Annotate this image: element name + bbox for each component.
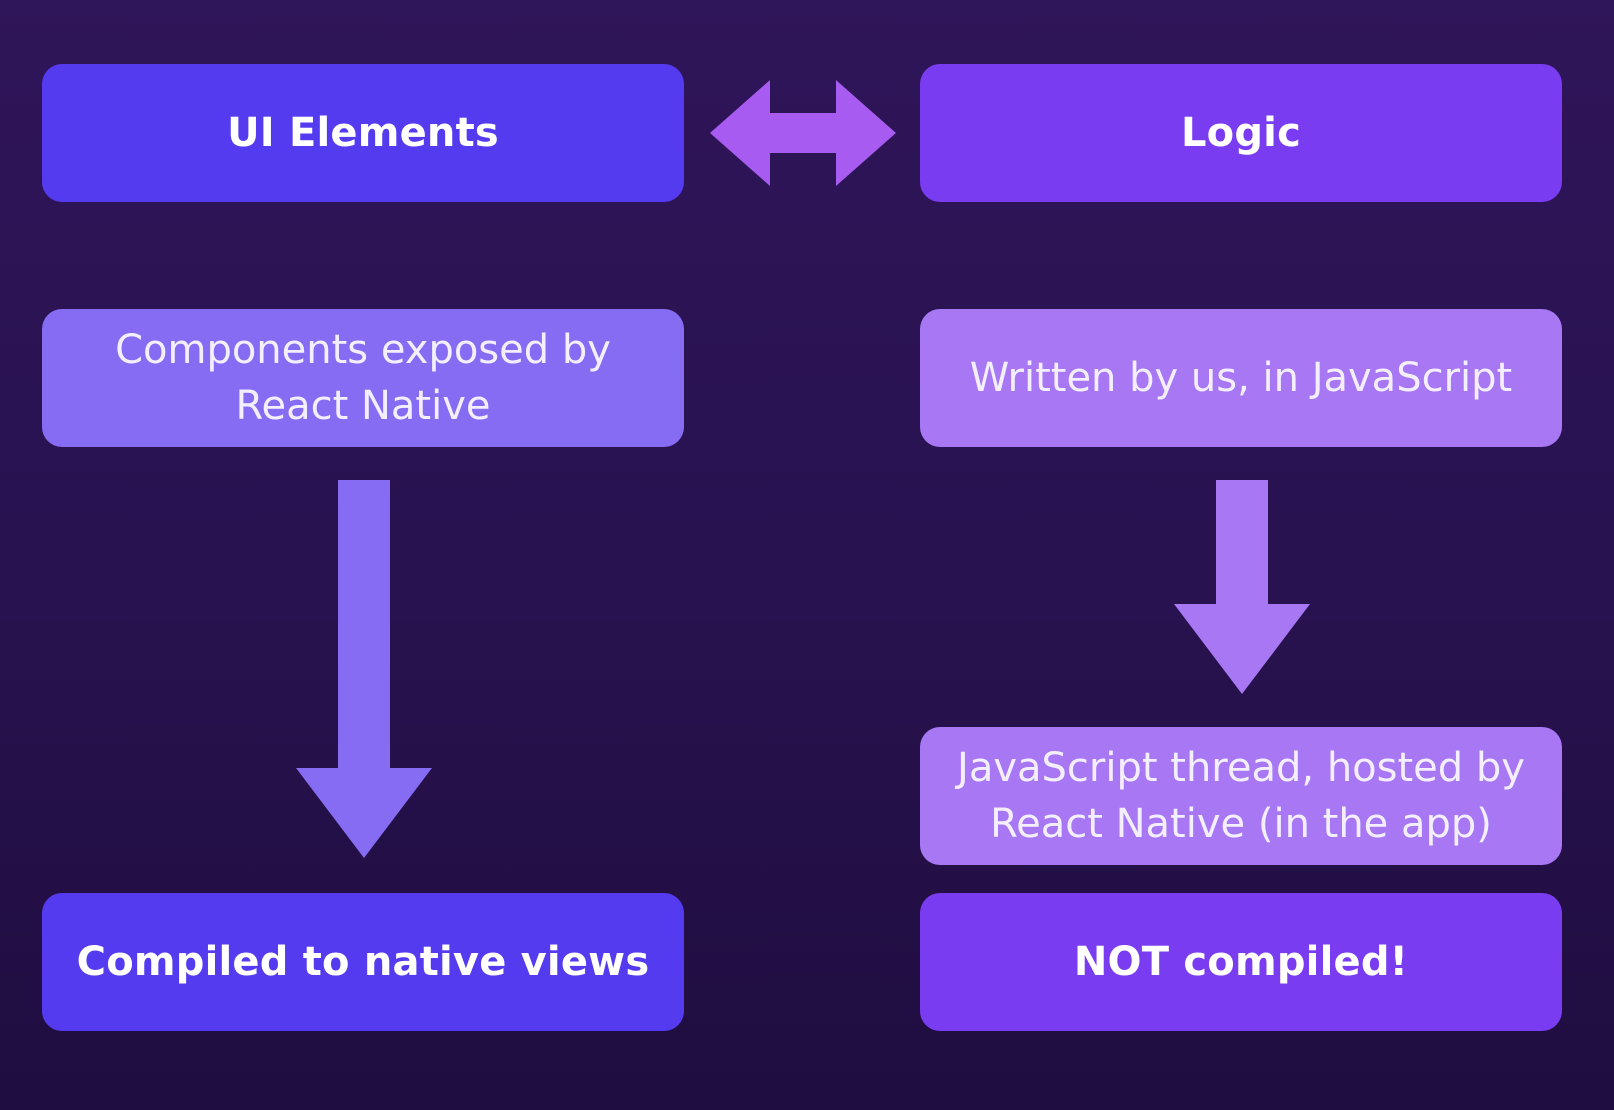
javascript-thread-label: JavaScript thread, hosted by React Nativ… bbox=[957, 745, 1525, 847]
logic-header-label: Logic bbox=[1180, 110, 1302, 156]
down-arrow-icon-left bbox=[296, 480, 432, 858]
not-compiled-result-box: NOT compiled! bbox=[920, 893, 1562, 1031]
compiled-result-label: Compiled to native views bbox=[76, 939, 650, 985]
components-description-box: Components exposed by React Native bbox=[42, 309, 684, 447]
logic-description-label: Written by us, in JavaScript bbox=[969, 355, 1513, 401]
double-headed-arrow-icon bbox=[710, 80, 896, 186]
ui-elements-header-label: UI Elements bbox=[227, 110, 499, 156]
components-description-label: Components exposed by React Native bbox=[115, 327, 611, 429]
down-arrow-icon-right bbox=[1174, 480, 1310, 694]
ui-elements-header-box: UI Elements bbox=[42, 64, 684, 202]
not-compiled-result-label: NOT compiled! bbox=[1073, 939, 1409, 985]
javascript-thread-box: JavaScript thread, hosted by React Nativ… bbox=[920, 727, 1562, 865]
logic-header-box: Logic bbox=[920, 64, 1562, 202]
logic-description-box: Written by us, in JavaScript bbox=[920, 309, 1562, 447]
compiled-result-box: Compiled to native views bbox=[42, 893, 684, 1031]
